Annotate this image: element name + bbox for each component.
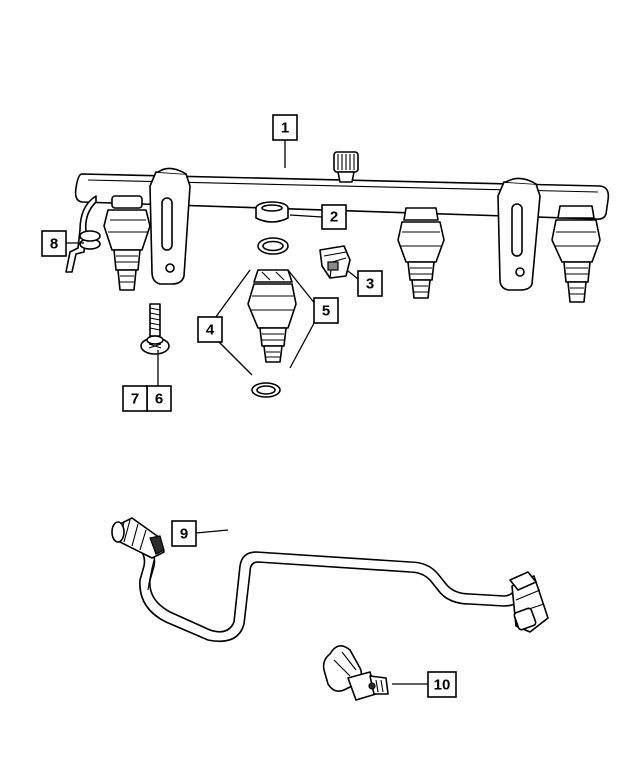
- rail-bracket-right: [497, 177, 541, 291]
- callout-5-label: 5: [322, 303, 330, 320]
- injector-lower-o-ring: [251, 382, 281, 398]
- injector-retainer-clip: [319, 245, 351, 279]
- fuel-tube-quick-connector-left: [111, 517, 165, 559]
- callout-7-label: 7: [131, 391, 139, 408]
- callout-1-label: 1: [281, 120, 289, 137]
- injector-mounted-center: [397, 207, 445, 299]
- injector-mounted-right: [551, 205, 601, 303]
- callout-4-label: 4: [206, 322, 215, 339]
- injector-cup-seal: [255, 201, 289, 223]
- rail-mounting-screw: [140, 303, 170, 355]
- callout-10: 10: [427, 671, 457, 698]
- fuel-supply-tube: [139, 545, 531, 643]
- injector-mounted-left: [103, 195, 151, 291]
- callout-6-label: 6: [155, 391, 163, 408]
- fuel-injector-loose: [247, 269, 297, 363]
- callout-8: 8: [41, 230, 67, 257]
- injector-upper-o-ring: [257, 237, 289, 255]
- callout-10-label: 10: [434, 677, 451, 694]
- callout-3: 3: [357, 270, 383, 297]
- callout-9: 9: [171, 520, 197, 547]
- fuel-tube-quick-connector-right: [509, 571, 549, 633]
- callout-3-label: 3: [366, 276, 374, 293]
- callout-8-label: 8: [50, 236, 58, 253]
- callout-7: 7: [122, 385, 148, 412]
- callout-9-label: 9: [180, 526, 188, 543]
- callout-2-label: 2: [330, 209, 338, 226]
- callout-6: 6: [146, 385, 172, 412]
- fuel-supply-connector: [65, 195, 101, 273]
- callout-2: 2: [321, 204, 347, 230]
- rail-bracket-left: [149, 167, 191, 285]
- fuel-line-retaining-clip: [322, 645, 389, 701]
- callout-1: 1: [272, 114, 298, 141]
- callout-4: 4: [197, 316, 223, 343]
- callout-5: 5: [313, 297, 339, 324]
